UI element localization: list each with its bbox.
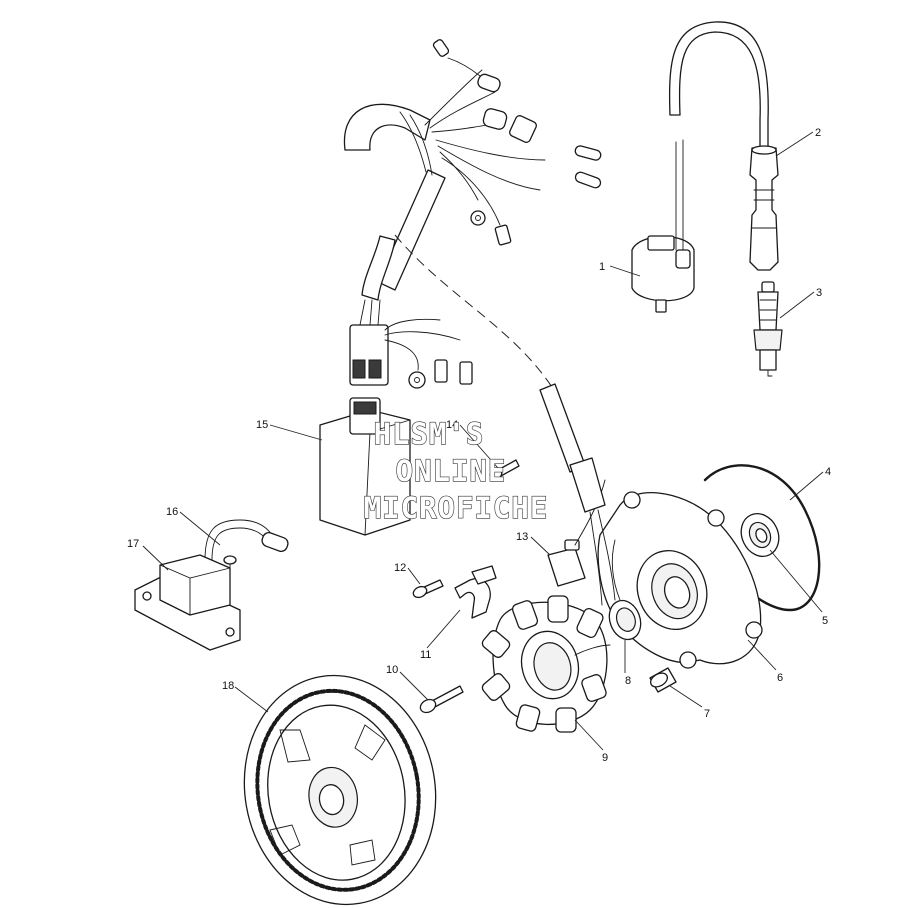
callout-7: 7 xyxy=(704,708,710,720)
spark-plug xyxy=(753,281,783,377)
watermark-line-1: HLSM'S xyxy=(374,417,485,451)
stator-plate xyxy=(597,491,763,669)
flywheel xyxy=(243,674,437,906)
stator-assembly xyxy=(481,595,611,733)
pulser-coil xyxy=(547,479,606,587)
wire-clamp xyxy=(454,565,497,619)
ignition-coil xyxy=(631,21,769,313)
callout-15: 15 xyxy=(256,419,268,431)
callout-labels: 1 2 3 4 5 6 7 8 9 10 11 12 13 14 15 16 1… xyxy=(127,127,831,764)
mounting-bolt xyxy=(489,459,520,480)
callout-3: 3 xyxy=(816,287,822,299)
callout-1: 1 xyxy=(599,261,605,273)
watermark-line-3: MICROFICHE xyxy=(364,491,549,525)
seal xyxy=(740,513,780,557)
callout-5: 5 xyxy=(822,615,828,627)
stator-lead xyxy=(539,383,616,606)
callout-18: 18 xyxy=(222,680,234,692)
cdi-box xyxy=(319,397,411,536)
callout-17: 17 xyxy=(127,538,139,550)
callout-6: 6 xyxy=(777,672,783,684)
callout-14: 14 xyxy=(446,419,458,431)
callout-12: 12 xyxy=(394,562,406,574)
watermark-line-2: ONLINE xyxy=(396,454,507,488)
callout-9: 9 xyxy=(602,752,608,764)
stator-screw xyxy=(419,685,464,714)
callout-11: 11 xyxy=(420,649,431,661)
callout-16: 16 xyxy=(166,506,178,518)
callout-10: 10 xyxy=(386,664,398,676)
callout-8: 8 xyxy=(625,675,631,687)
o-ring xyxy=(703,464,821,612)
clamp-screw xyxy=(412,579,444,599)
wire-harness xyxy=(343,39,602,401)
regulator-connector xyxy=(204,519,289,581)
oil-seal xyxy=(608,599,642,641)
callout-13: 13 xyxy=(516,531,528,543)
watermark: HLSM'S ONLINE MICROFICHE xyxy=(363,416,549,525)
callout-4: 4 xyxy=(825,466,831,478)
drain-bolt xyxy=(649,667,677,693)
spark-plug-cap xyxy=(749,145,779,271)
callout-2: 2 xyxy=(815,127,821,139)
voltage-regulator xyxy=(134,554,241,651)
leader-lines xyxy=(142,131,824,751)
